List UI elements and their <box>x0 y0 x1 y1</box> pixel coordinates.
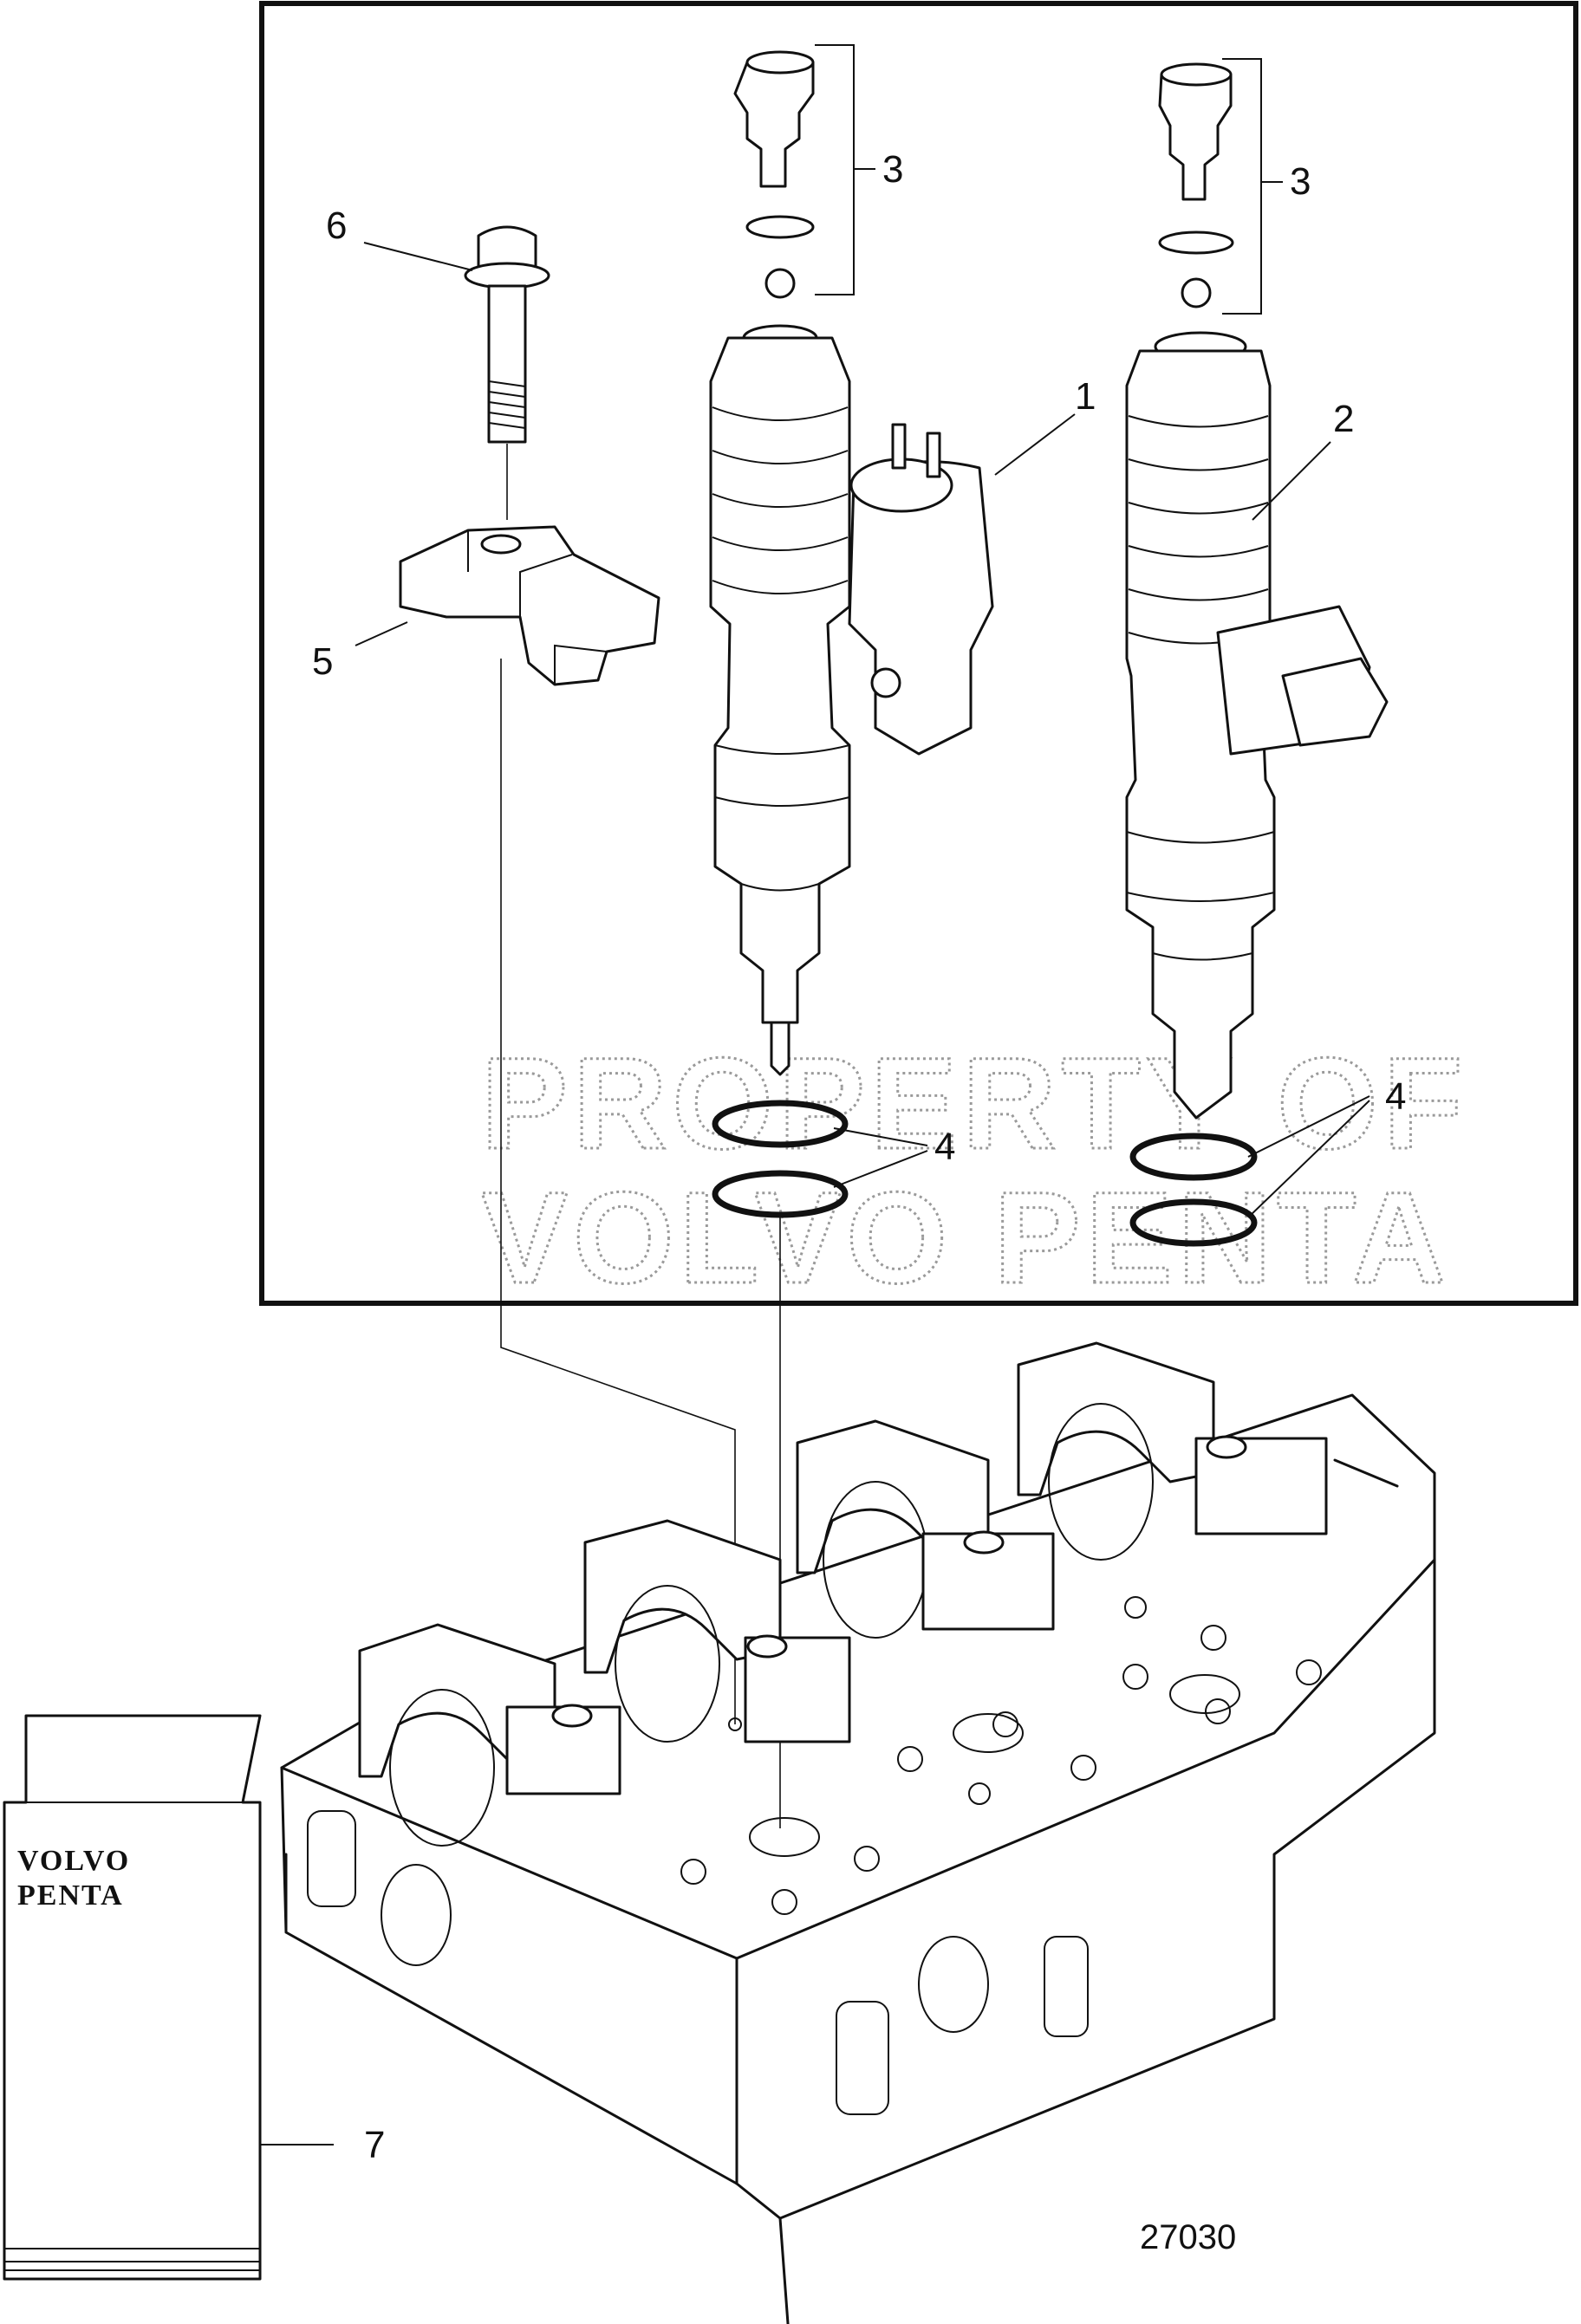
callout-4-right: 4 <box>1385 1075 1406 1118</box>
bolt-part-6 <box>464 225 550 520</box>
callout-6: 6 <box>326 204 347 247</box>
figure-number: 27030 <box>1140 2218 1236 2256</box>
brand-logo-line1: VOLVO <box>17 1845 130 1877</box>
sealing-kit-box-part-7: VOLVO PENTA <box>3 1714 262 2281</box>
callout-3-left: 3 <box>882 148 903 191</box>
callout-1: 1 <box>1075 375 1096 418</box>
callout-5: 5 <box>312 640 333 683</box>
svg-text:PROPERTY OF: PROPERTY OF <box>481 1030 1467 1176</box>
unit-injector-part-1 <box>709 50 994 1076</box>
unit-injector-part-2 <box>1125 62 1389 1120</box>
clamp-part-5 <box>399 525 660 686</box>
brand-logo-line2: PENTA <box>17 1879 124 1912</box>
callout-3-right: 3 <box>1290 160 1311 203</box>
property-watermark: PROPERTY OF VOLVO PENTA <box>480 1029 1467 1312</box>
cylinder-head <box>280 1341 1436 2324</box>
svg-text:VOLVO PENTA: VOLVO PENTA <box>481 1165 1451 1310</box>
callout-leader-lines <box>260 44 1370 2145</box>
callout-4-left: 4 <box>934 1126 955 1168</box>
o-rings-part-4 <box>712 1100 1258 1247</box>
callout-2: 2 <box>1333 398 1354 440</box>
callout-7: 7 <box>364 2124 385 2166</box>
detail-inset-frame <box>259 1 1578 1306</box>
